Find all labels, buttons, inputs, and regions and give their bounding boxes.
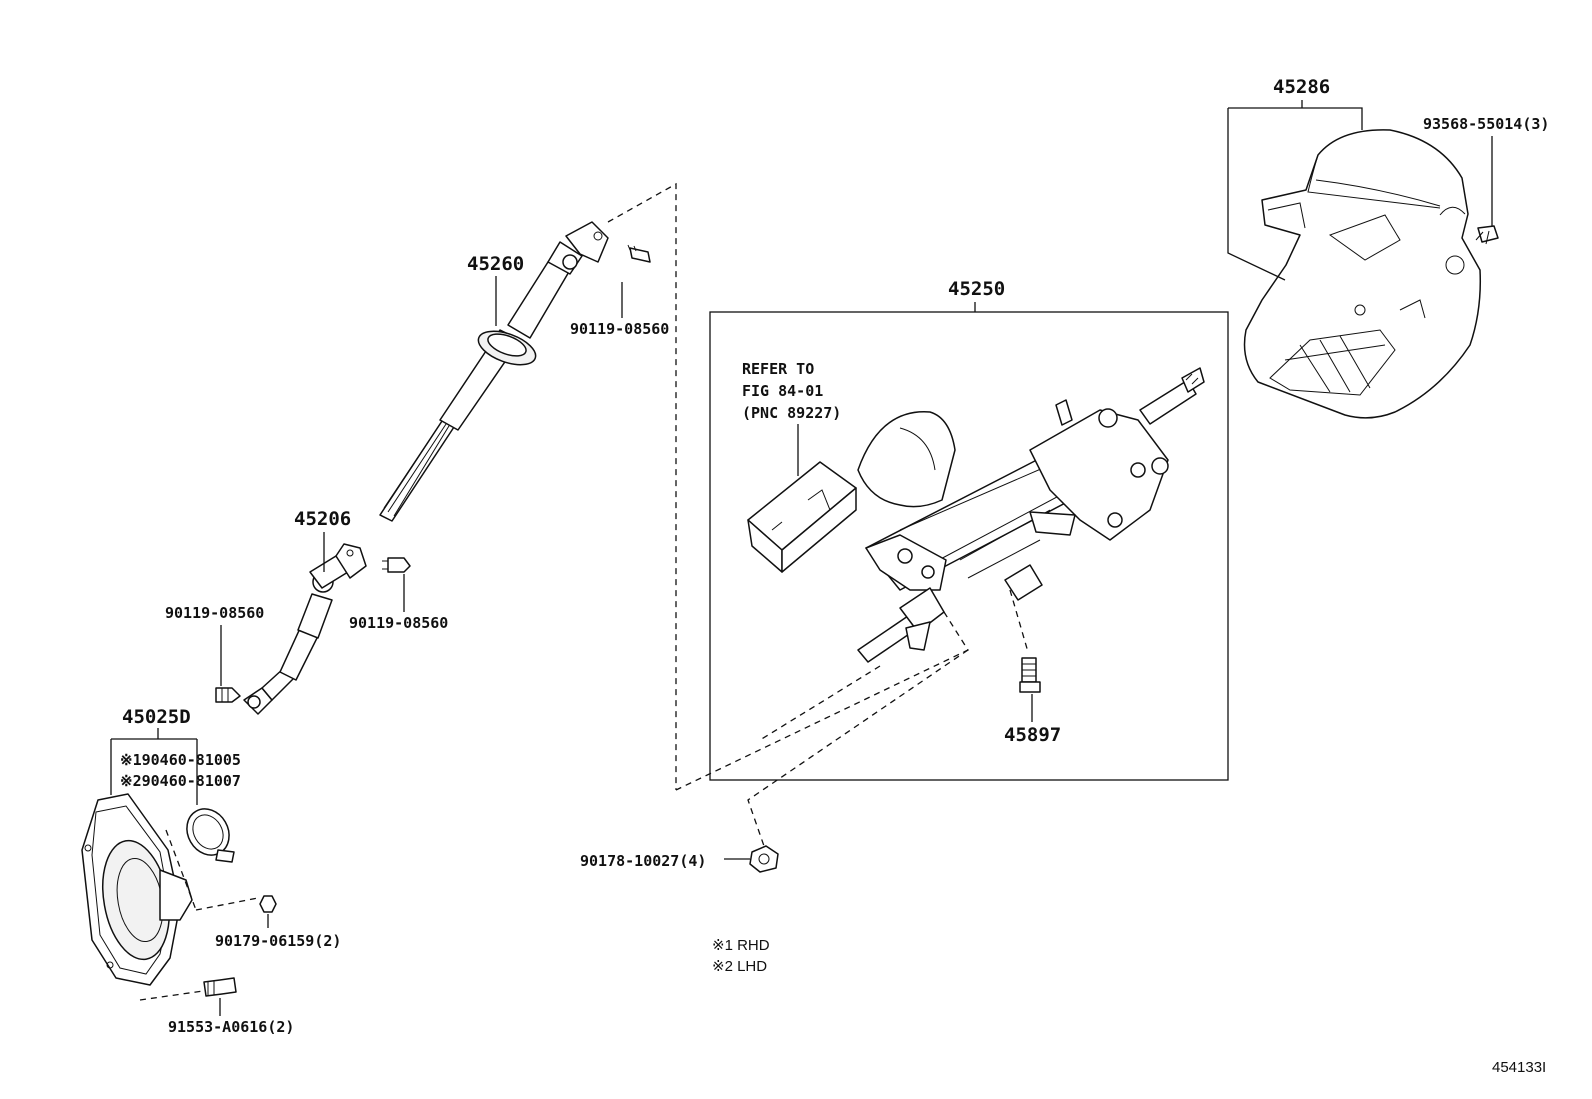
screw-93568-icon[interactable]: [1475, 225, 1499, 245]
label-290460: ※290460-81007: [120, 772, 241, 790]
note-rhd: ※1 RHD: [712, 937, 770, 954]
label-45286: 45286: [1273, 76, 1330, 98]
label-45897: 45897: [1004, 724, 1061, 746]
label-45260: 45260: [467, 253, 524, 275]
label-90119-left: 90119-08560: [165, 604, 264, 622]
bolt-91553-icon[interactable]: [203, 977, 237, 997]
label-45025d: 45025D: [122, 706, 191, 728]
label-93568: 93568-55014(3): [1423, 115, 1549, 133]
label-90119-top: 90119-08560: [570, 320, 669, 338]
nut-90179-icon[interactable]: [259, 895, 277, 913]
column-cover-45286[interactable]: [1243, 129, 1482, 419]
switch-module-89227[interactable]: [747, 461, 857, 573]
bolt-90119-top-icon[interactable]: [627, 244, 651, 263]
refer-line-3: (PNC 89227): [742, 404, 841, 422]
label-190460: ※190460-81005: [120, 751, 241, 769]
column-hole-cover-45025d[interactable]: [81, 793, 193, 986]
bolt-90119-left-icon[interactable]: [215, 687, 241, 703]
note-lhd: ※2 LHD: [712, 958, 767, 975]
bolt-45897-icon[interactable]: [1019, 657, 1041, 693]
label-90119-mid: 90119-08560: [349, 614, 448, 632]
label-91553: 91553-A0616(2): [168, 1018, 294, 1036]
nut-90178-icon[interactable]: [749, 845, 779, 873]
refer-line-2: FIG 84-01: [742, 382, 823, 400]
clamp-ring-icon[interactable]: [179, 801, 238, 863]
figure-id: 454133I: [1492, 1059, 1546, 1076]
lower-shaft-45206[interactable]: [243, 543, 367, 715]
refer-line-1: REFER TO: [742, 360, 814, 378]
bolt-90119-mid-icon[interactable]: [382, 557, 411, 573]
intermediate-shaft-45260[interactable]: [379, 221, 609, 522]
steering-column-45250[interactable]: [857, 367, 1205, 663]
label-45206: 45206: [294, 508, 351, 530]
label-45250: 45250: [948, 278, 1005, 300]
column-assembly-box: [709, 311, 1229, 781]
label-90178: 90178-10027(4): [580, 852, 706, 870]
label-90179: 90179-06159(2): [215, 932, 341, 950]
